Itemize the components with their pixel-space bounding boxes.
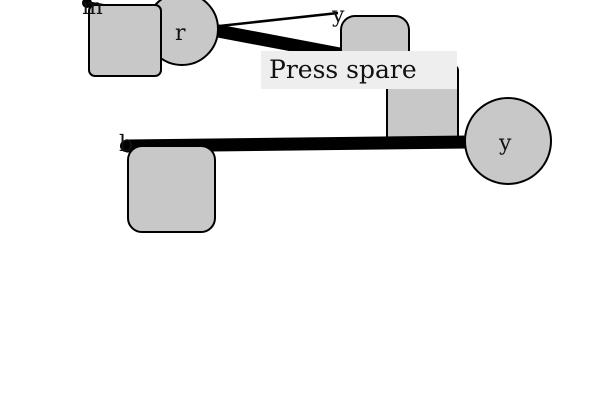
node-b[interactable] — [127, 145, 216, 233]
label-m: m — [82, 0, 103, 20]
label-y-right: y — [498, 131, 512, 156]
edge-r-to-y-top — [209, 11, 339, 29]
node-m[interactable] — [88, 4, 162, 77]
node-y-right[interactable] — [464, 97, 552, 185]
node-b-anchor-dot — [120, 140, 132, 152]
label-b: b — [119, 132, 133, 157]
node-m-anchor-dot — [82, 0, 92, 8]
tooltip-press-spare: Press spare — [261, 51, 457, 89]
label-y-top: y — [331, 3, 345, 28]
label-r: r — [175, 21, 186, 46]
